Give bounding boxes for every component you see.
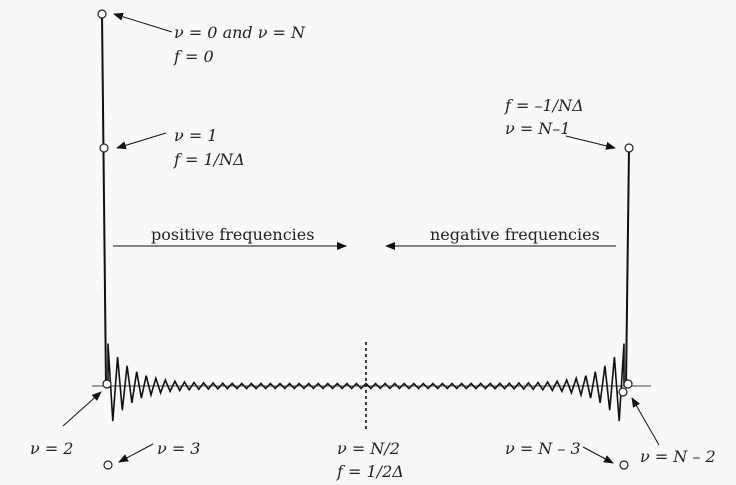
- arrow-vN3: [582, 446, 614, 464]
- label-f1: f = 1/NΔ: [173, 150, 245, 169]
- point-v2: [102, 379, 112, 389]
- spike-v0: [101, 13, 107, 387]
- point-v0: [97, 9, 107, 19]
- label-vN3: ν = N – 3: [505, 439, 581, 458]
- point-v3: [103, 460, 113, 470]
- spectrum-waveform: [107, 343, 625, 422]
- label-vN2: ν = N – 2: [640, 447, 716, 466]
- arrow-fneg: [565, 135, 616, 150]
- label-v3: ν = 3: [157, 439, 200, 458]
- spike-vN1: [625, 147, 630, 387]
- label-f-half: f = 1/2Δ: [336, 462, 404, 481]
- arrow-vN2: [631, 397, 660, 446]
- point-vN3: [619, 460, 629, 470]
- point-v1: [99, 143, 109, 153]
- label-fneg: f = –1/NΔ: [504, 96, 584, 115]
- label-vN2-half: ν = N/2: [337, 439, 400, 458]
- arrow-v3: [118, 443, 154, 463]
- point-vN2: [623, 379, 633, 389]
- label-f0: f = 0: [173, 47, 214, 66]
- label-v0: ν = 0 and ν = N: [174, 23, 306, 42]
- label-positive-frequencies: positive frequencies: [151, 225, 314, 244]
- point-vN2b: [618, 387, 628, 397]
- arrow-v1: [116, 132, 167, 150]
- label-v2: ν = 2: [30, 439, 73, 458]
- label-negative-frequencies: negative frequencies: [430, 225, 600, 244]
- point-vN1: [624, 143, 634, 153]
- label-vN1: ν = N–1: [505, 119, 570, 138]
- label-v1: ν = 1: [174, 126, 217, 145]
- arrow-v0: [113, 12, 173, 33]
- arrow-v2: [62, 391, 102, 427]
